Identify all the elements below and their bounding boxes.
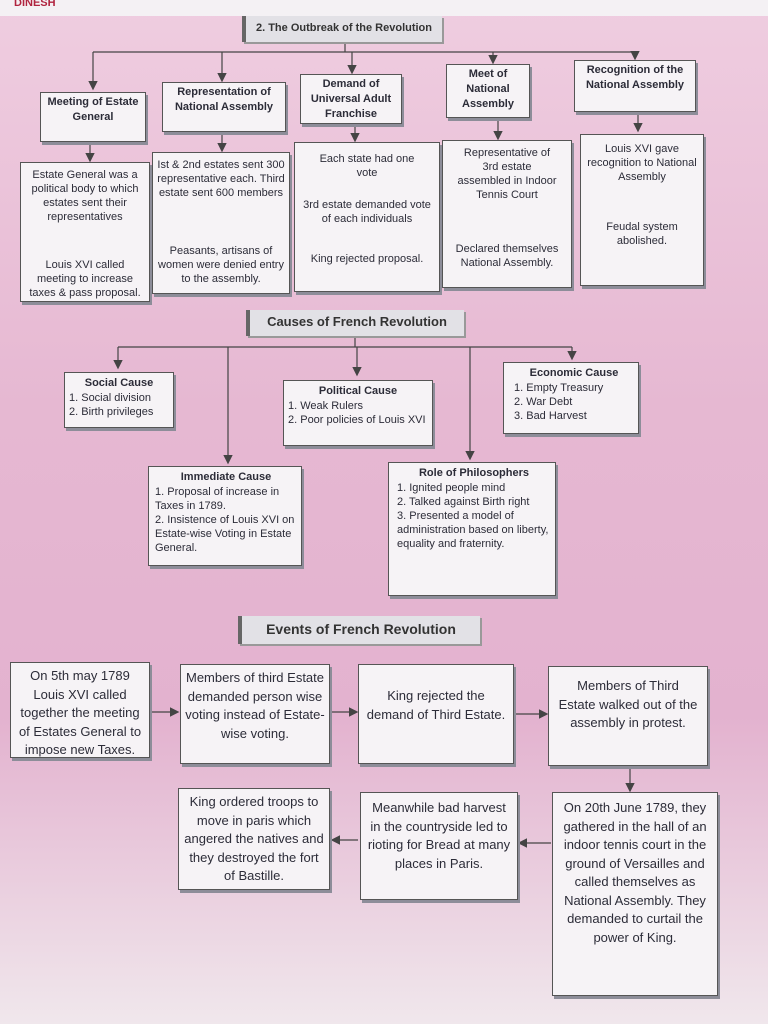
recognition-louis: Louis XVI gave recognition to National A… <box>587 143 697 183</box>
header-universal-adult-franchise: Demand of Universal Adult Franchise <box>300 74 402 124</box>
immediate-cause-item: 1. Proposal of increase in Taxes in 1789… <box>155 486 280 512</box>
social-cause-title: Social Cause <box>84 377 154 389</box>
events-title: Events of French Revolution <box>238 616 480 644</box>
header-recognition-national-assembly: Recognition of the National Assembly <box>574 60 696 112</box>
event-step-7: King ordered troops to move in paris whi… <box>178 788 330 890</box>
event-step-3: King rejected the demand of Third Estate… <box>358 664 514 764</box>
recognition-feudal: Feudal system abolished. <box>606 221 678 247</box>
philosophers-item: 3. Presented a model of administration b… <box>397 510 549 550</box>
event-step-2: Members of third Estate demanded person … <box>180 664 330 764</box>
political-cause-item: 1. Weak Rulers <box>288 400 363 412</box>
franchise-rejected: King rejected proposal. <box>310 253 424 265</box>
page-header-text: DINESH <box>14 0 56 9</box>
representation-seats: Ist & 2nd estates sent 300 representativ… <box>157 159 285 199</box>
philosophers-item: 2. Talked against Birth right <box>397 496 530 508</box>
detail-estate-general: Estate General was a political body to w… <box>20 162 150 302</box>
political-cause-title: Political Cause <box>318 385 398 397</box>
social-cause-box: Social Cause 1. Social division 2. Birth… <box>64 372 174 428</box>
estate-general-desc: Estate General was a political body to w… <box>31 169 139 223</box>
header-representation-national-assembly: Representation of National Assembly <box>162 82 286 132</box>
immediate-cause-box: Immediate Cause 1. Proposal of increase … <box>148 466 302 566</box>
political-cause-box: Political Cause 1. Weak Rulers 2. Poor p… <box>283 380 433 446</box>
political-cause-item: 2. Poor policies of Louis XVI <box>288 414 426 426</box>
event-step-4: Members of Third Estate walked out of th… <box>548 666 708 766</box>
franchise-demand: 3rd estate demanded vote of each individ… <box>303 199 431 225</box>
social-cause-item: 2. Birth privileges <box>69 406 154 418</box>
representation-denied: Peasants, artisans of women were denied … <box>158 245 284 285</box>
social-cause-item: 1. Social division <box>69 392 151 404</box>
immediate-cause-title: Immediate Cause <box>180 471 272 483</box>
economic-cause-box: Economic Cause 1. Empty Treasury 2. War … <box>503 362 639 434</box>
economic-cause-item: 2. War Debt <box>514 396 573 408</box>
event-step-6: Meanwhile bad harvest in the countryside… <box>360 792 518 900</box>
event-step-1: On 5th may 1789 Louis XVI called togethe… <box>10 662 150 758</box>
header-meeting-estate-general: Meeting of Estate General <box>40 92 146 142</box>
economic-cause-item: 1. Empty Treasury <box>514 382 604 394</box>
immediate-cause-item: 2. Insistence of Louis XVI on Estate-wis… <box>155 514 295 554</box>
philosophers-title: Role of Philosophers <box>418 467 529 479</box>
detail-representation: Ist & 2nd estates sent 300 representativ… <box>152 152 290 294</box>
philosophers-item: 1. Ignited people mind <box>397 482 506 494</box>
event-step-5: On 20th June 1789, they gathered in the … <box>552 792 718 996</box>
economic-cause-title: Economic Cause <box>529 367 619 379</box>
estate-general-meeting: Louis XVI called meeting to increase tax… <box>29 259 141 299</box>
franchise-one-vote: Each state had one vote <box>319 153 415 179</box>
philosophers-box: Role of Philosophers 1. Ignited people m… <box>388 462 556 596</box>
outbreak-title: 2. The Outbreak of the Revolution <box>242 16 442 42</box>
assembly-tennis-court: Representative of 3rd estate assembled i… <box>457 147 557 201</box>
detail-universal-franchise: Each state had one vote 3rd estate deman… <box>294 142 440 292</box>
detail-recognition: Louis XVI gave recognition to National A… <box>580 134 704 286</box>
economic-cause-item: 3. Bad Harvest <box>514 410 587 422</box>
causes-title: Causes of French Revolution <box>246 310 464 336</box>
page-header-strip: DINESH <box>0 0 768 16</box>
assembly-declared: Declared themselves National Assembly. <box>455 243 559 269</box>
detail-national-assembly-meet: Representative of 3rd estate assembled i… <box>442 140 572 288</box>
header-meet-national-assembly: Meet of National Assembly <box>446 64 530 118</box>
